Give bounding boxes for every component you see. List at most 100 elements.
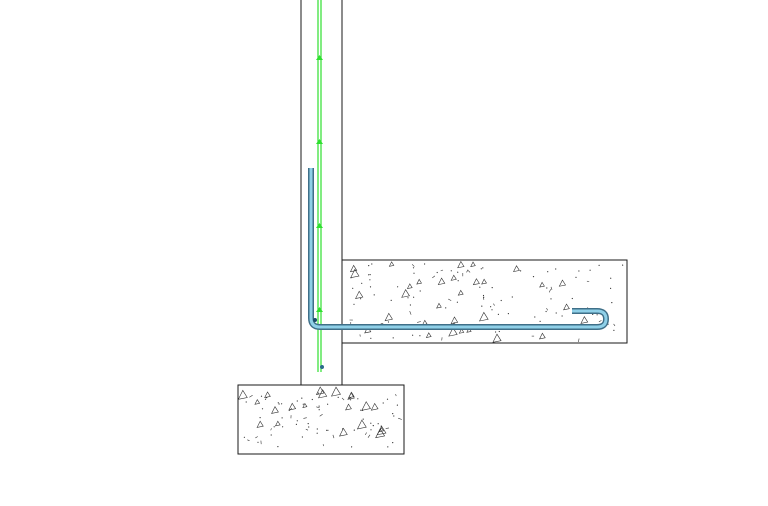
aggregate-mark — [578, 338, 580, 343]
aggregate-mark — [575, 276, 577, 278]
aggregate-mark — [534, 316, 536, 318]
l-bar-corner-dot — [313, 318, 317, 322]
aggregate-mark — [448, 327, 458, 337]
aggregate-mark — [368, 274, 370, 276]
aggregate-mark — [457, 260, 465, 269]
aggregate-mark — [613, 329, 615, 331]
aggregate-mark — [388, 261, 395, 267]
aggregate-mark — [392, 337, 394, 339]
aggregate-mark — [301, 397, 303, 399]
aggregate-mark — [491, 309, 493, 311]
aggregate-mark — [237, 389, 248, 400]
aggregate-mark — [303, 417, 307, 419]
aggregate-mark — [376, 425, 387, 436]
aggregate-mark — [281, 403, 283, 405]
aggregate-mark — [520, 270, 522, 272]
aggregate-mark — [419, 335, 421, 337]
rebar-tick — [316, 55, 323, 60]
aggregate-mark — [339, 427, 348, 437]
aggregate-mark — [337, 396, 339, 398]
aggregate-mark — [373, 294, 375, 296]
aggregate-mark — [315, 386, 325, 395]
aggregate-mark — [257, 441, 259, 443]
aggregate-mark — [256, 420, 264, 428]
aggregate-mark — [295, 423, 297, 425]
aggregate-mark — [357, 398, 359, 400]
aggregate-mark — [396, 404, 398, 406]
aggregate-mark — [386, 398, 389, 400]
aggregate-mark — [498, 330, 500, 333]
aggregate-mark — [296, 400, 298, 402]
aggregate-mark — [362, 418, 364, 420]
aggregate-mark — [456, 301, 458, 303]
aggregate-mark — [245, 401, 247, 403]
aggregate-mark — [483, 296, 485, 298]
aggregate-mark — [247, 439, 250, 441]
aggregate-mark — [493, 303, 495, 306]
aggregate-mark — [259, 417, 261, 419]
aggregate-mark — [318, 409, 320, 411]
aggregate-mark — [317, 389, 328, 399]
aggregate-mark — [382, 402, 384, 404]
aggregate-mark — [270, 428, 272, 431]
aggregate-mark — [598, 320, 602, 322]
aggregate-mark — [349, 264, 358, 273]
aggregate-mark — [271, 406, 279, 414]
aggregate-mark — [458, 328, 465, 334]
aggregate-mark — [278, 403, 280, 405]
aggregate-mark — [392, 413, 394, 415]
aggregate-mark — [611, 302, 613, 304]
aggregate-mark — [436, 271, 438, 274]
aggregate-mark — [326, 429, 328, 431]
aggregate-mark — [353, 303, 355, 305]
aggregate-mark — [411, 264, 415, 267]
aggregate-mark — [288, 402, 297, 411]
aggregate-mark — [406, 283, 413, 289]
aggregate-mark — [563, 303, 570, 311]
aggregate-mark — [450, 274, 457, 281]
l-bar-inner — [309, 168, 608, 329]
aggregate-mark — [368, 265, 370, 267]
aggregate-mark — [369, 274, 371, 276]
aggregate-mark — [353, 429, 355, 431]
aggregate-mark — [457, 271, 459, 273]
aggregate-mark — [550, 286, 553, 290]
aggregate-mark — [589, 269, 591, 271]
aggregate-mark — [380, 425, 382, 427]
aggregate-mark — [360, 409, 362, 411]
aggregate-mark — [350, 268, 360, 279]
aggregate-mark — [497, 313, 499, 315]
aggregate-mark — [546, 307, 548, 311]
aggregate-mark — [277, 402, 279, 404]
aggregate-mark — [361, 282, 363, 284]
aggregate-mark — [539, 281, 545, 288]
aggregate-mark — [249, 394, 253, 398]
aggregate-mark — [482, 294, 485, 297]
aggregate-mark — [316, 428, 318, 430]
aggregate-mark — [377, 423, 379, 425]
aggregate-mark — [350, 277, 352, 279]
aggregate-mark — [370, 422, 372, 424]
aggregate-mark — [416, 278, 422, 285]
aggregate-mark — [479, 311, 489, 322]
aggregate-mark — [481, 278, 487, 285]
aggregate-mark — [365, 432, 367, 436]
aggregate-mark — [261, 408, 264, 410]
aggregate-mark — [598, 264, 600, 266]
footing-outline — [237, 384, 405, 455]
footing-aggregate-hatch — [237, 386, 402, 448]
aggregate-mark — [254, 399, 261, 405]
aggregate-mark — [401, 289, 410, 298]
aggregate-mark — [561, 315, 563, 317]
aggregate-mark — [385, 427, 390, 429]
aggregate-mark — [308, 426, 310, 428]
aggregate-mark — [305, 428, 309, 431]
aggregate-mark — [445, 307, 447, 309]
aggregate-mark — [355, 290, 364, 299]
aggregate-mark — [479, 286, 481, 288]
aggregate-mark — [260, 395, 263, 397]
aggregate-mark — [341, 397, 345, 401]
aggregate-mark — [592, 313, 594, 315]
